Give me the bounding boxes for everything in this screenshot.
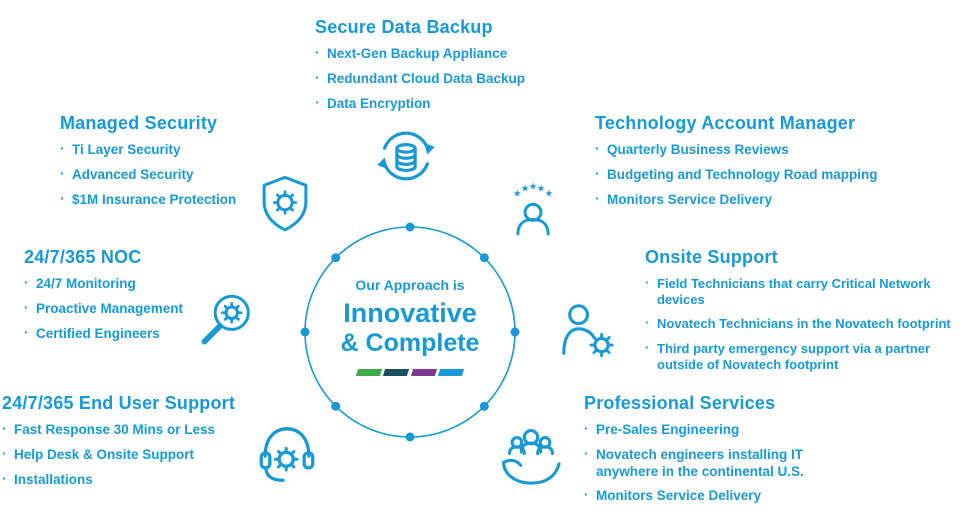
bullet-item: Data Encryption <box>315 95 575 113</box>
section-managed-security: Managed Security Ti Layer Security Advan… <box>60 113 290 216</box>
bullet-item: Redundant Cloud Data Backup <box>315 70 575 88</box>
center-message: Our Approach is Innovative & Complete <box>318 277 502 376</box>
bullet-item: Installations <box>2 471 262 489</box>
section-title: Managed Security <box>60 113 218 133</box>
svg-text:★: ★ <box>513 188 521 198</box>
bullet-item: Novatech Technicians in the Novatech foo… <box>645 315 960 332</box>
section-title: 24/7/365 End User Support <box>2 393 236 413</box>
center-headline-line1: Innovative <box>343 297 477 328</box>
section-title: Onsite Support <box>645 247 778 267</box>
person-stars-icon: ★ ★ ★ ★ ★ <box>497 172 569 244</box>
hub-circle <box>300 222 520 442</box>
shield-gear-icon <box>249 168 321 240</box>
bullet-item: Fast Response 30 Mins or Less <box>2 421 262 439</box>
bullet-item: Quarterly Business Reviews <box>595 141 905 159</box>
bullet-item: Help Desk & Onsite Support <box>2 446 262 464</box>
section-technology-account-manager: Technology Account Manager Quarterly Bus… <box>595 113 905 216</box>
center-headline-line2: & Complete <box>340 328 480 357</box>
section-bullets: Ti Layer Security Advanced Security $1M … <box>60 141 290 209</box>
svg-text:★: ★ <box>521 183 529 193</box>
svg-text:★: ★ <box>529 181 537 191</box>
center-intro-text: Our Approach is <box>355 277 465 293</box>
magnifier-gear-icon <box>190 284 262 356</box>
section-professional-services: Professional Services Pre-Sales Engineer… <box>584 393 839 513</box>
section-onsite-support: Onsite Support Field Technicians that ca… <box>645 247 960 381</box>
section-bullets: Next-Gen Backup Appliance Redundant Clou… <box>315 45 575 113</box>
brand-color-bar <box>355 368 465 376</box>
bullet-item: Next-Gen Backup Appliance <box>315 45 575 63</box>
bullet-item: 24/7 Monitoring <box>24 275 224 293</box>
bar-segment-purple <box>410 368 437 376</box>
section-bullets: 24/7 Monitoring Proactive Management Cer… <box>24 275 224 343</box>
bullet-item: Third party emergency support via a part… <box>645 340 960 374</box>
section-title: Professional Services <box>584 393 776 413</box>
bullet-item: Novatech engineers installing IT anywher… <box>584 446 839 481</box>
bullet-item: Certified Engineers <box>24 325 224 343</box>
bullet-item: Field Technicians that carry Critical Ne… <box>645 275 960 309</box>
section-title: Technology Account Manager <box>595 113 856 133</box>
bullet-item: Advanced Security <box>60 166 290 184</box>
bar-segment-blue <box>437 368 465 376</box>
svg-text:★: ★ <box>537 183 545 193</box>
bar-segment-navy <box>383 368 410 376</box>
section-secure-data-backup: Secure Data Backup Next-Gen Backup Appli… <box>315 17 575 120</box>
section-bullets: Field Technicians that carry Critical Ne… <box>645 275 960 374</box>
bullet-item: Budgeting and Technology Road mapping <box>595 166 905 184</box>
section-noc: 24/7/365 NOC 24/7 Monitoring Proactive M… <box>24 247 224 350</box>
section-title: 24/7/365 NOC <box>24 247 142 267</box>
backup-cycle-icon <box>368 118 444 194</box>
bullet-item: Proactive Management <box>24 300 224 318</box>
section-title: Secure Data Backup <box>315 17 493 37</box>
svg-text:★: ★ <box>545 188 553 198</box>
bullet-item: Monitors Service Delivery <box>595 191 905 209</box>
bullet-item: Monitors Service Delivery <box>584 487 839 505</box>
bullet-item: $1M Insurance Protection <box>60 191 290 209</box>
section-bullets: Quarterly Business Reviews Budgeting and… <box>595 141 905 209</box>
bullet-item: Pre-Sales Engineering <box>584 421 839 439</box>
section-bullets: Pre-Sales Engineering Novatech engineers… <box>584 421 839 506</box>
team-hand-icon <box>494 418 568 492</box>
headset-gear-icon <box>248 414 326 492</box>
technician-gear-icon <box>549 294 623 368</box>
bullet-item: Ti Layer Security <box>60 141 290 159</box>
section-end-user-support: 24/7/365 End User Support Fast Response … <box>2 393 262 496</box>
section-bullets: Fast Response 30 Mins or Less Help Desk … <box>2 421 262 489</box>
bar-segment-green <box>355 368 383 376</box>
